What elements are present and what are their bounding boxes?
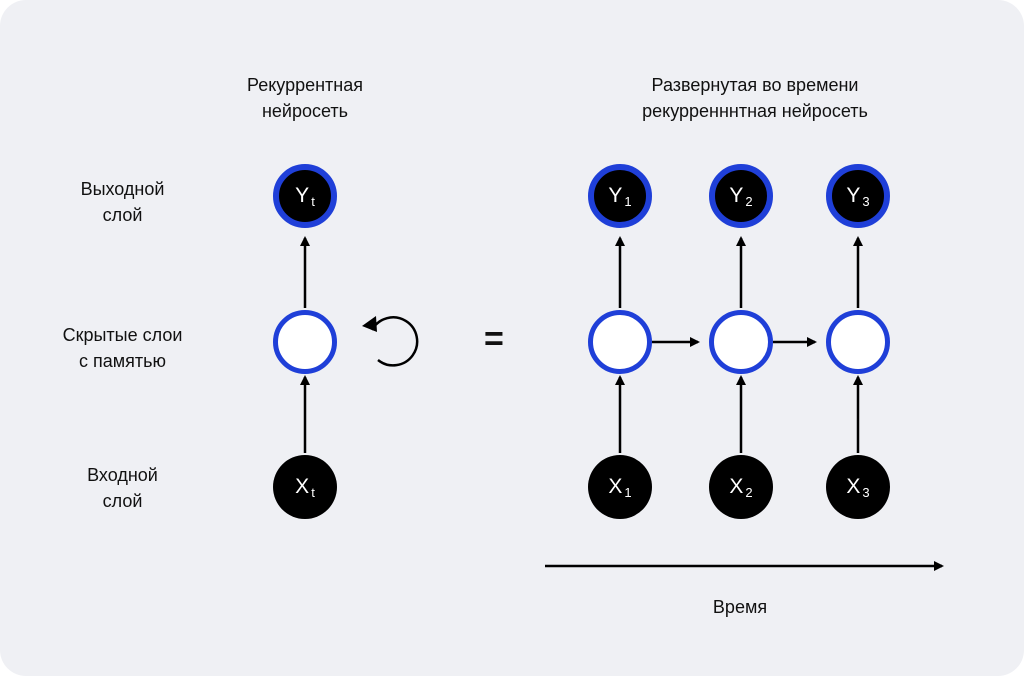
node-hidden-2	[709, 310, 773, 374]
loop-arrow-icon	[370, 316, 419, 367]
node-hidden-3	[826, 310, 890, 374]
right-title: Развернутая во времени рекурренннтная не…	[642, 75, 868, 121]
equals-sign: =	[484, 320, 504, 358]
node-hidden-t	[273, 310, 337, 374]
hidden-layer-label: Скрытые слои с памятью	[62, 325, 183, 371]
loop-arrowhead-icon	[362, 316, 377, 332]
node-hidden-1	[588, 310, 652, 374]
input-layer-label: Входной слой	[87, 465, 158, 511]
output-layer-label: Выходной слой	[80, 179, 165, 225]
left-title: Рекуррентная нейросеть	[246, 75, 363, 121]
time-label: Время	[712, 597, 768, 617]
